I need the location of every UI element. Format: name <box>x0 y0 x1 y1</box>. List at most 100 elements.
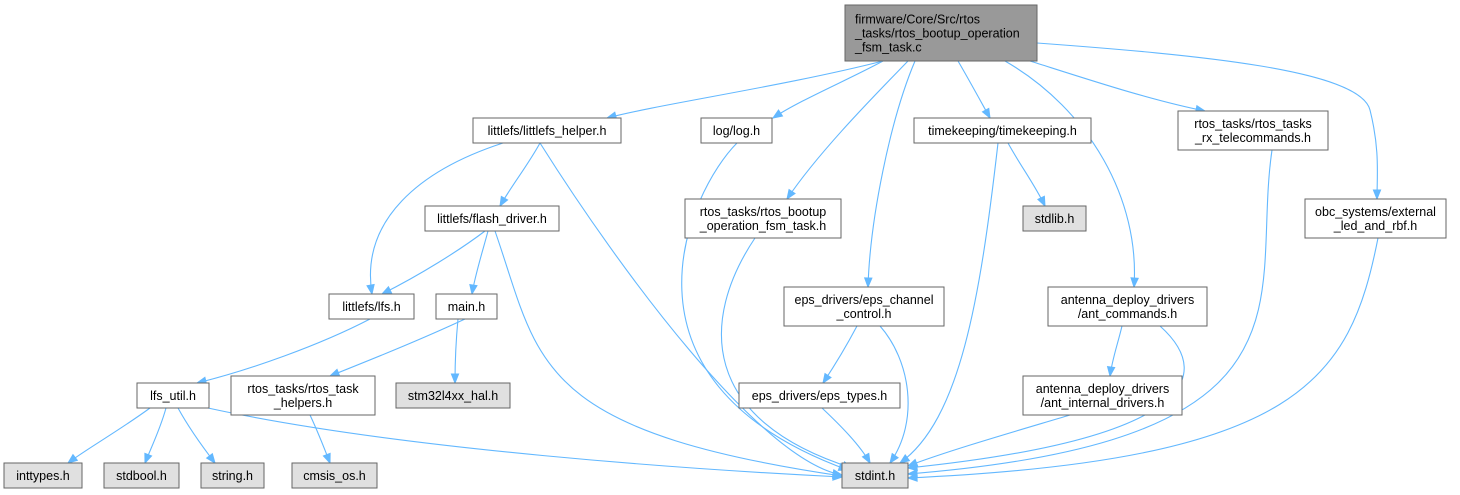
edge-root-to-rx_telecommands <box>1029 60 1206 112</box>
node-stm32: stm32l4xx_hal.h <box>395 382 511 409</box>
node-label-rx_telecommands: _rx_telecommands.h <box>1194 131 1311 145</box>
node-box-eps_channel <box>783 286 945 327</box>
edge-lfs_util-to-string <box>177 407 216 464</box>
node-label-ant_internal: /ant_internal_drivers.h <box>1041 396 1165 410</box>
node-label-fsm_task_h: rtos_tasks/rtos_bootup <box>700 205 827 219</box>
node-box-main <box>435 293 498 320</box>
node-root[interactable]: firmware/Core/Src/rtos_tasks/rtos_bootup… <box>844 4 1038 62</box>
edge-flash_driver-to-lfs <box>381 230 486 295</box>
edge-root-to-fsm_task_h <box>786 60 909 200</box>
arrowhead-littlefs_helper-to-flash_driver <box>499 195 509 208</box>
node-box-ant_internal <box>1022 375 1183 416</box>
edge-eps_channel-to-stdint <box>879 325 909 464</box>
edge-root-to-timekeeping <box>957 60 991 119</box>
arrowhead-root-to-eps_channel <box>863 277 873 289</box>
arrowhead-lfs_util-to-string <box>205 452 216 465</box>
node-flash_driver[interactable]: littlefs/flash_driver.h <box>424 205 560 232</box>
edge-main-to-task_helpers <box>329 318 466 377</box>
arrowhead-eps_types-to-stdint <box>861 452 871 465</box>
edge-root-to-littlefs_helper <box>606 60 884 119</box>
node-label-ant_internal: antenna_deploy_drivers <box>1036 382 1169 396</box>
edge-eps_types-to-stdint <box>821 407 871 464</box>
node-label-eps_types: eps_drivers/eps_types.h <box>752 389 888 403</box>
node-label-task_helpers: _helpers.h <box>273 396 332 410</box>
node-log[interactable]: log/log.h <box>700 117 773 144</box>
node-label-lfs: littlefs/lfs.h <box>342 300 400 314</box>
node-task_helpers[interactable]: rtos_tasks/rtos_task_helpers.h <box>230 375 376 416</box>
node-label-stdbool: stdbool.h <box>116 469 167 483</box>
node-timekeeping[interactable]: timekeeping/timekeeping.h <box>913 117 1092 144</box>
node-box-flash_driver <box>424 205 560 232</box>
node-main[interactable]: main.h <box>435 293 498 320</box>
node-label-inttypes: inttypes.h <box>16 469 70 483</box>
arrowhead-timekeeping-to-stdlib <box>1036 195 1046 208</box>
node-label-rx_telecommands: rtos_tasks/rtos_tasks <box>1194 117 1311 131</box>
arrowhead-root-to-obc_led <box>1372 189 1382 201</box>
node-eps_types[interactable]: eps_drivers/eps_types.h <box>738 382 901 409</box>
node-label-littlefs_helper: littlefs/littlefs_helper.h <box>488 124 607 138</box>
node-label-log: log/log.h <box>713 124 760 138</box>
node-box-inttypes <box>3 462 83 489</box>
node-label-lfs_util: lfs_util.h <box>150 389 196 403</box>
node-label-stdint: stdint.h <box>855 469 895 483</box>
node-lfs_util[interactable]: lfs_util.h <box>136 382 210 409</box>
arrowhead-main-to-stm32 <box>450 373 460 385</box>
arrowhead-root-to-ant_commands <box>1130 277 1139 289</box>
node-label-stdlib: stdlib.h <box>1035 212 1075 226</box>
node-box-string <box>200 462 265 489</box>
node-string: string.h <box>200 462 265 489</box>
node-inttypes: inttypes.h <box>3 462 83 489</box>
arrowhead-root-to-fsm_task_h <box>786 188 796 201</box>
arrowhead-littlefs_helper-to-lfs <box>366 283 375 296</box>
edge-main-to-stm32 <box>454 318 459 384</box>
node-littlefs_helper[interactable]: littlefs/littlefs_helper.h <box>472 117 622 144</box>
node-label-task_helpers: rtos_tasks/rtos_task <box>247 382 359 396</box>
node-label-main: main.h <box>448 300 486 314</box>
edge-root-to-obc_led <box>1036 42 1378 200</box>
node-fsm_task_h[interactable]: rtos_tasks/rtos_bootup_operation_fsm_tas… <box>684 198 842 239</box>
arrowhead-ant_commands-to-ant_internal <box>1106 366 1116 378</box>
node-obc_led[interactable]: obc_systems/external_led_and_rbf.h <box>1304 198 1447 239</box>
node-label-root: _tasks/rtos_bootup_operation <box>854 27 1020 41</box>
node-box-root <box>844 4 1038 62</box>
node-box-log <box>700 117 773 144</box>
edge-lfs_util-to-inttypes <box>67 407 151 464</box>
arrowhead-root-to-timekeeping <box>981 107 991 120</box>
node-rx_telecommands[interactable]: rtos_tasks/rtos_tasks_rx_telecommands.h <box>1177 110 1329 151</box>
node-box-fsm_task_h <box>684 198 842 239</box>
node-box-rx_telecommands <box>1177 110 1329 151</box>
edge-lfs-to-lfs_util <box>196 318 371 384</box>
node-box-ant_commands <box>1047 286 1208 327</box>
arrowhead-lfs_util-to-stdint <box>832 472 844 481</box>
arrowhead-flash_driver-to-lfs <box>380 285 393 295</box>
node-label-eps_channel: eps_drivers/eps_channel <box>795 293 934 307</box>
node-label-root: firmware/Core/Src/rtos <box>855 13 980 27</box>
edge-fsm_task_h-to-stdint <box>720 237 853 469</box>
edge-eps_channel-to-eps_types <box>822 325 858 384</box>
node-ant_commands[interactable]: antenna_deploy_drivers/ant_commands.h <box>1047 286 1208 327</box>
node-eps_channel[interactable]: eps_drivers/eps_channel_control.h <box>783 286 945 327</box>
arrowhead-eps_channel-to-stdint <box>889 452 899 465</box>
arrowhead-timekeeping-to-stdint <box>898 453 911 464</box>
arrowhead-lfs_util-to-stdbool <box>144 452 153 465</box>
arrowhead-lfs_util-to-inttypes <box>66 453 79 464</box>
node-label-string: string.h <box>212 469 253 483</box>
node-stdbool: stdbool.h <box>103 462 180 489</box>
node-label-obc_led: _led_and_rbf.h <box>1333 219 1417 233</box>
node-box-lfs_util <box>136 382 210 409</box>
node-box-stm32 <box>395 382 511 409</box>
edge-timekeeping-to-stdlib <box>1007 142 1046 207</box>
node-label-obc_led: obc_systems/external <box>1315 205 1436 219</box>
node-box-eps_types <box>738 382 901 409</box>
node-box-stdbool <box>103 462 180 489</box>
arrowhead-obc_led-to-stdint <box>906 473 918 482</box>
edge-flash_driver-to-stdint <box>494 230 843 477</box>
node-label-cmsis_os: cmsis_os.h <box>303 469 366 483</box>
node-ant_internal[interactable]: antenna_deploy_drivers/ant_internal_driv… <box>1022 375 1183 416</box>
node-stdlib: stdlib.h <box>1022 205 1087 232</box>
node-lfs[interactable]: littlefs/lfs.h <box>328 293 415 320</box>
node-box-cmsis_os <box>291 462 378 489</box>
arrowhead-eps_channel-to-eps_types <box>822 372 832 385</box>
arrowhead-flash_driver-to-main <box>469 283 478 296</box>
